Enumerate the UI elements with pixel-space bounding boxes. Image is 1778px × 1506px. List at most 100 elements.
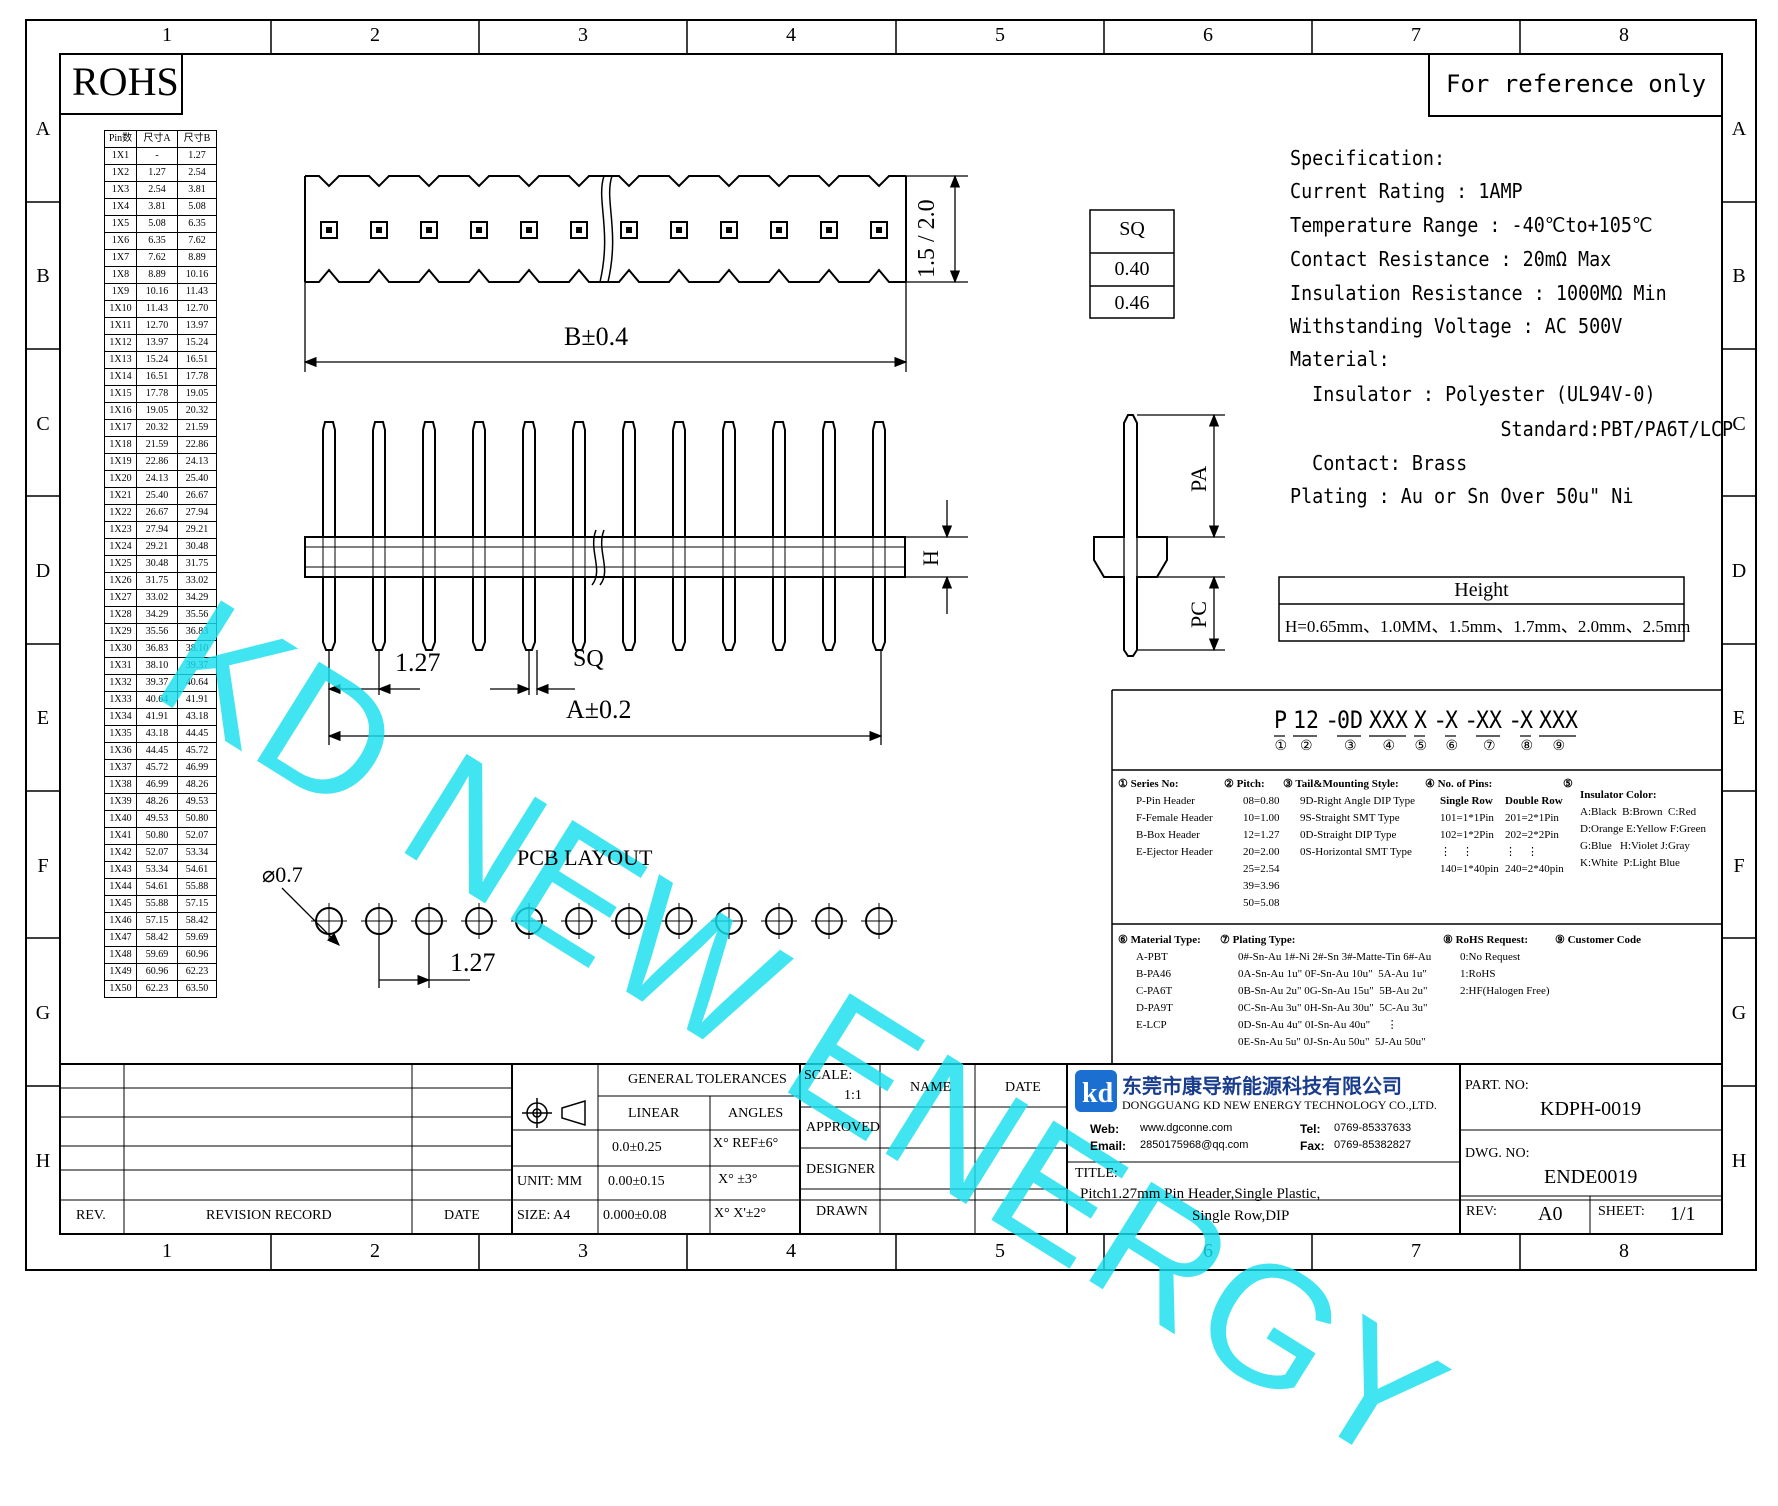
title-block-grid	[60, 1063, 1722, 1234]
part-code-number: ⑧	[1520, 739, 1534, 754]
legend-pins-single-item: 102=1*2Pin	[1440, 829, 1494, 841]
legend-material-title: ⑥ Material Type:	[1118, 934, 1201, 946]
legend-rohs-item: 1:RoHS	[1460, 968, 1496, 980]
part-code-number: ⑤	[1414, 739, 1428, 754]
height-table	[1278, 576, 1685, 642]
scale-label: SCALE:	[804, 1068, 853, 1083]
legend-series-title: ① Series No:	[1118, 778, 1179, 790]
zone-col-7-bottom: 7	[1411, 1240, 1421, 1262]
sq-table	[1089, 209, 1175, 319]
zone-col-3: 3	[578, 24, 588, 46]
legend-color-item: A:Black B:Brown C:Red	[1580, 806, 1697, 818]
part-code-number: ②	[1300, 739, 1313, 754]
part-code-segment: XXX	[1369, 706, 1409, 734]
legend-pitch-item: 12=1.27	[1243, 829, 1280, 841]
pin-square-core	[676, 227, 682, 233]
front-view-pins	[322, 421, 886, 651]
zone-col-4-bottom: 4	[786, 1240, 796, 1262]
tolerance-linear-1: 0.0±0.25	[612, 1140, 662, 1155]
spec-line: Temperature Range : -40℃to+105℃	[1290, 213, 1653, 237]
legend-mounting-item: 9S-Straight SMT Type	[1300, 812, 1400, 824]
pin-table-row: 1X1-1.27	[104, 147, 217, 165]
height-table-header: Height	[1454, 579, 1509, 601]
part-code-segment: P	[1274, 706, 1288, 734]
tel-value: 0769-85337633	[1334, 1122, 1412, 1134]
tolerance-angle-3: X° X'±2°	[714, 1206, 767, 1221]
zone-row-d-right: D	[1731, 560, 1747, 582]
dim-pc-label: PC	[1186, 601, 1211, 628]
web-label: Web:	[1090, 1122, 1120, 1136]
legend-plating-title: ⑦ Plating Type:	[1220, 934, 1296, 946]
legend-pitch-item: 08=0.80	[1243, 795, 1280, 807]
name-header: NAME	[910, 1080, 952, 1095]
legend-customer-title: ⑨ Customer Code	[1555, 934, 1642, 946]
sq-table-value: 0.40	[1114, 258, 1150, 280]
pin-table-cell: 6.35	[177, 215, 217, 233]
pcb-layout-holes	[311, 903, 897, 939]
height-table-value: H=0.65mm、1.0MM、1.5mm、1.7mm、2.0mm、2.5mm	[1285, 617, 1691, 636]
zone-col-8-bottom: 8	[1619, 1240, 1629, 1262]
drawn-label: DRAWN	[816, 1204, 868, 1219]
tel-label: Tel:	[1300, 1122, 1321, 1136]
dwg-no-label: DWG. NO:	[1465, 1146, 1530, 1161]
spec-line: Withstanding Voltage : AC 500V	[1290, 314, 1623, 338]
zone-col-1: 1	[162, 24, 172, 46]
part-code-number: ③	[1344, 739, 1357, 754]
pin	[772, 421, 786, 651]
dim-height-top-label: 1.5 / 2.0	[914, 199, 940, 278]
zone-row-g-right: G	[1731, 1002, 1747, 1024]
legend-plating-item: 0A-Sn-Au 1u" 0F-Sn-Au 10u" 5A-Au 1u"	[1238, 968, 1427, 980]
legend-mounting-item: 9D-Right Angle DIP Type	[1300, 795, 1416, 807]
top-view-housing	[304, 175, 907, 283]
zone-col-3-bottom: 3	[578, 1240, 588, 1262]
pin-square-core	[326, 227, 332, 233]
part-code-frame	[1111, 689, 1722, 1064]
part-code-number: ④	[1382, 739, 1396, 754]
pin-table-cell: 43.18	[177, 708, 217, 726]
legend-pins-double-header: Double Row	[1505, 795, 1563, 807]
zone-col-8: 8	[1619, 24, 1629, 46]
pin-table-cell: 24.13	[177, 453, 217, 471]
top-view-pin-squares	[320, 221, 888, 239]
linear-label: LINEAR	[628, 1106, 680, 1121]
web-value[interactable]: www.dgconne.com	[1140, 1122, 1233, 1134]
tolerance-linear-2: 0.00±0.15	[608, 1174, 665, 1189]
part-no-label: PART. NO:	[1465, 1078, 1529, 1093]
pin-table-cell: 62.23	[136, 980, 178, 998]
pin-square-core	[776, 227, 782, 233]
part-code-number: ①	[1274, 739, 1288, 754]
email-value[interactable]: 2850175968@qq.com	[1140, 1139, 1249, 1151]
scale-value: 1:1	[844, 1088, 862, 1103]
svg-text:kd: kd	[1082, 1078, 1114, 1109]
pin-table-cell: 63.50	[177, 980, 217, 998]
pin	[872, 421, 886, 651]
legend-pins-single-header: Single Row	[1440, 795, 1493, 807]
zone-col-6: 6	[1203, 24, 1213, 46]
legend-rohs-item: 0:No Request	[1460, 951, 1521, 963]
pcb-hole-label: ⌀0.7	[262, 862, 303, 887]
legend-pins-single-item: 101=1*1Pin	[1440, 812, 1494, 824]
title-label: TITLE:	[1075, 1166, 1118, 1181]
pin-square	[670, 221, 688, 239]
spec-line: Material:	[1290, 347, 1390, 371]
pin-square	[520, 221, 538, 239]
tolerance-angle-1: X° REF±6°	[713, 1136, 779, 1151]
spec-line: Standard:PBT/PA6T/LCP	[1290, 417, 1734, 441]
zone-row-f-right: F	[1733, 855, 1745, 877]
pin-square	[770, 221, 788, 239]
legend-pins-double-item: 240=2*40pin	[1505, 863, 1564, 875]
